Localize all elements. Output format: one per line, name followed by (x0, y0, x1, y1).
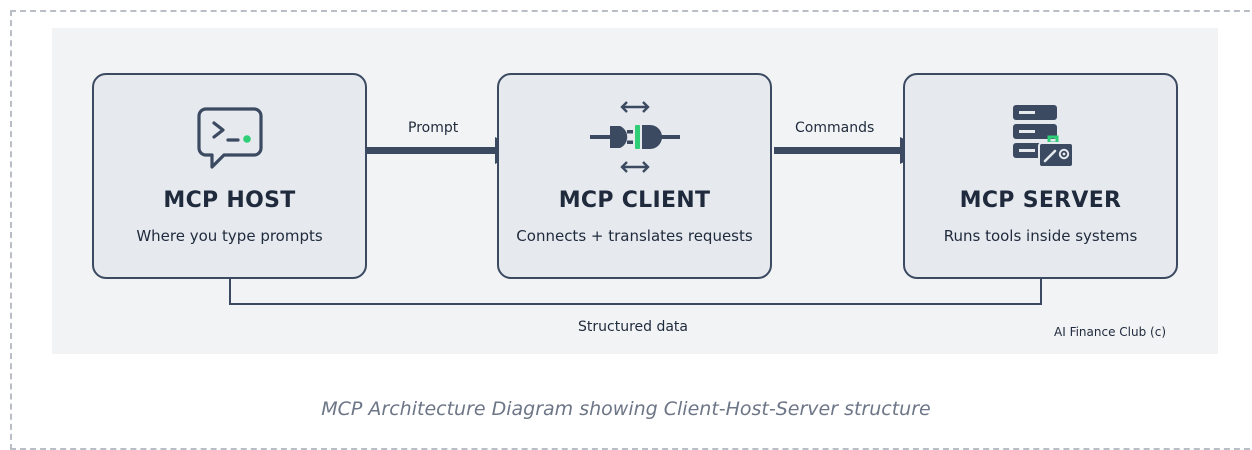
structured-data-return-line (229, 254, 1042, 305)
commands-label: Commands (795, 120, 875, 136)
credit-label: AI Finance Club (c) (1054, 325, 1166, 339)
mcp-client-title: MCP CLIENT (558, 188, 711, 213)
diagram-panel: Prompt Commands Structured data MCP HOST… (52, 28, 1218, 354)
mcp-host-box: MCP HOST Where you type prompts (92, 73, 367, 279)
mcp-server-subtitle: Runs tools inside systems (943, 227, 1138, 245)
mcp-server-box: MCP SERVER Runs tools inside systems (903, 73, 1178, 279)
commands-arrow-shaft (774, 147, 902, 154)
mcp-host-title: MCP HOST (163, 188, 296, 213)
mcp-host-subtitle: Where you type prompts (136, 227, 323, 245)
structured-data-label: Structured data (578, 319, 688, 335)
plug-connector-icon (499, 93, 770, 173)
server-tools-icon (905, 99, 1176, 171)
mcp-server-title: MCP SERVER (959, 188, 1122, 213)
prompt-arrow-shaft (367, 147, 497, 154)
mcp-client-box: MCP CLIENT Connects + translates request… (497, 73, 772, 279)
terminal-chat-icon (94, 103, 365, 175)
figure-caption: MCP Architecture Diagram showing Client-… (321, 398, 931, 420)
mcp-client-subtitle: Connects + translates requests (516, 227, 753, 245)
prompt-label: Prompt (408, 120, 459, 136)
